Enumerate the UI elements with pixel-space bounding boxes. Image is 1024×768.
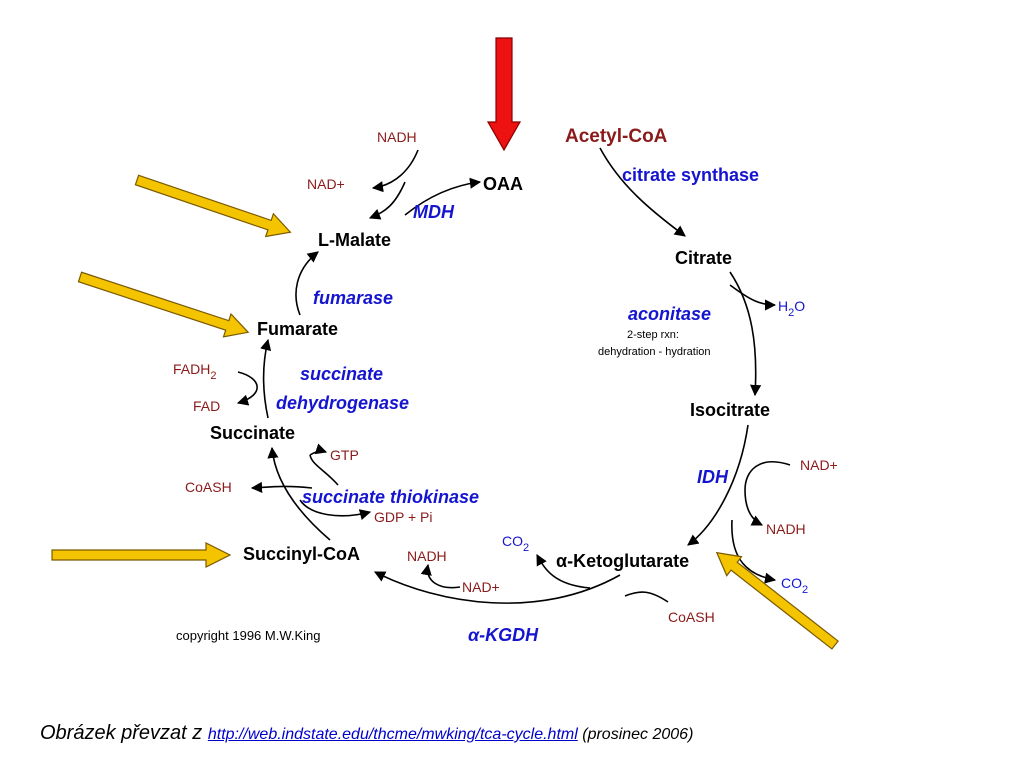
enzyme-sdh-line2: dehydrogenase: [276, 393, 409, 413]
enzyme-citrate-synthase: citrate synthase: [622, 165, 759, 185]
succinyl-coa-label: Succinyl-CoA: [243, 544, 360, 564]
side-reaction-arcs: [236, 149, 791, 603]
yellow-arrow-lmalate: [134, 174, 292, 238]
metabolites: OAA Citrate Isocitrate α-Ketoglutarate S…: [210, 126, 770, 571]
thiokinase-gdp-pi: GDP + Pi: [374, 509, 433, 525]
l-malate-label: L-Malate: [318, 230, 391, 250]
acetyl-coa-label: Acetyl-CoA: [565, 126, 668, 147]
kgdh-text: -KGDH: [479, 625, 539, 645]
sdh-fadh2: FADH2: [173, 361, 216, 382]
yellow-arrow-succinyl: [51, 542, 232, 568]
cofactors: NADH NAD+ H2O NAD+ NADH CO2 CoASH CO2 NA…: [173, 129, 838, 625]
enzyme-fumarase: fumarase: [313, 288, 393, 308]
enzyme-mdh: MDH: [413, 202, 455, 222]
water-label: H2O: [778, 298, 805, 319]
mdh-nad-plus: NAD+: [307, 176, 345, 192]
alpha-symbol: α: [468, 625, 480, 645]
kgdh-nadh: NADH: [407, 548, 447, 564]
caption-tail: (prosinec 2006): [582, 726, 694, 743]
idh-nad-plus: NAD+: [800, 457, 838, 473]
enzyme-succinate-thiokinase: succinate thiokinase: [302, 487, 479, 507]
kgdh-co2: CO2: [502, 533, 529, 554]
red-entry-arrow: [486, 37, 522, 152]
source-link[interactable]: http://web.indstate.edu/thcme/mwking/tca…: [207, 726, 578, 743]
citrate-label: Citrate: [675, 248, 732, 268]
idh-co2: CO2: [781, 575, 808, 596]
source-caption: Obrázek převzat z http://web.indstate.ed…: [40, 722, 693, 745]
cycle-arcs: [260, 147, 762, 604]
mdh-nadh: NADH: [377, 129, 417, 145]
oaa-label: OAA: [483, 174, 523, 194]
aconitase-note-line2: dehydration - hydration: [598, 346, 711, 358]
yellow-arrow-fumarate: [77, 271, 250, 338]
yellow-arrow-ketoglutarate: [715, 551, 839, 650]
succinate-label: Succinate: [210, 423, 295, 443]
yellow-highlight-arrows: [51, 174, 839, 650]
aconitase-note-line1: 2-step rxn:: [627, 329, 679, 341]
thiokinase-coash: CoASH: [185, 479, 232, 495]
isocitrate-label: Isocitrate: [690, 400, 770, 420]
idh-nadh: NADH: [766, 521, 806, 537]
sdh-fad: FAD: [193, 398, 220, 414]
fumarate-label: Fumarate: [257, 319, 338, 339]
thiokinase-gtp: GTP: [330, 447, 359, 463]
enzyme-idh: IDH: [697, 467, 729, 487]
alpha-symbol: α: [556, 551, 567, 571]
kgdh-coash: CoASH: [668, 609, 715, 625]
ketoglutarate-label: α-Ketoglutarate: [556, 551, 689, 571]
enzyme-sdh-line1: succinate: [300, 364, 383, 384]
ketoglutarate-text: -Ketoglutarate: [567, 551, 689, 571]
enzyme-aconitase: aconitase: [628, 304, 711, 324]
copyright-text: copyright 1996 M.W.King: [176, 628, 321, 643]
enzymes: citrate synthase aconitase IDH α-KGDH su…: [276, 165, 759, 645]
caption-lead: Obrázek převzat z: [40, 722, 208, 744]
enzyme-kgdh: α-KGDH: [468, 625, 539, 645]
kgdh-nad-plus: NAD+: [462, 579, 500, 595]
